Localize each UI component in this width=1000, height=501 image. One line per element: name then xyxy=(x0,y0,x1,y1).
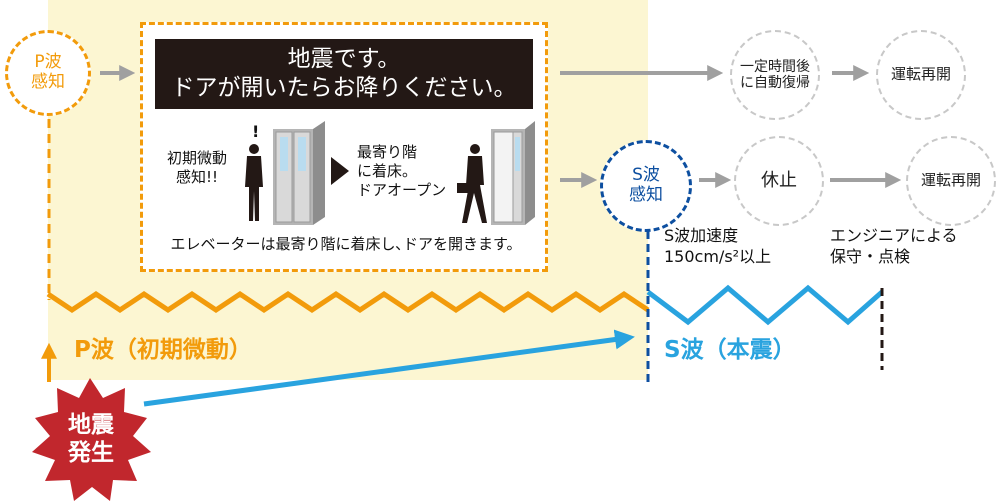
p-detect-line1: P波 xyxy=(34,52,62,73)
announcement-banner: 地震です。 ドアが開いたらお降りください。 xyxy=(155,39,533,109)
resume-circle-top: 運転再開 xyxy=(876,30,966,120)
exclaim-mark: ! xyxy=(252,125,259,141)
s-wave-detect-circle: S波 感知 xyxy=(600,140,692,232)
initial-tremor-label: 初期微動 感知!! xyxy=(166,149,227,186)
p-detect-line2: 感知 xyxy=(31,72,65,92)
play-triangle-icon xyxy=(331,157,349,185)
s-wave-line xyxy=(646,284,884,326)
s-wave-accel-note: S波加速度 150cm/s²以上 xyxy=(664,226,772,266)
resume-circle-mid: 運転再開 xyxy=(906,136,996,226)
quake-occurrence-label: 地震 発生 xyxy=(68,412,114,466)
elevator-notice-box: 地震です。 ドアが開いたらお降りください。 初期微動 感知!! ! 最寄り階 に… xyxy=(140,22,548,272)
s-wave-label: S波（本震） xyxy=(664,337,796,363)
banner-line1: 地震です。 xyxy=(287,46,401,73)
auto-recover-circle: 一定時間後 に自動復帰 xyxy=(730,30,820,120)
maintenance-note: エンジニアによる 保守・点検 xyxy=(830,226,958,266)
p-wave-detect-circle: P波 感知 xyxy=(5,30,91,116)
elevator-door-icon xyxy=(273,121,325,225)
stop-circle: 休止 xyxy=(734,136,824,226)
elevator-door-open-icon xyxy=(491,121,535,225)
p-wave-label: P波（初期微動） xyxy=(74,337,252,363)
p-wave-line xyxy=(46,290,650,314)
notice-caption: エレベーターは最寄り階に着床し､ドアを開きます。 xyxy=(170,235,522,253)
quake-burst-shape xyxy=(32,378,151,501)
standing-person-icon: ! xyxy=(245,125,263,221)
walking-person-icon xyxy=(457,144,487,223)
quake-to-s-arrow xyxy=(143,329,635,407)
nearest-floor-label: 最寄り階 に着床。 ドアオープン xyxy=(357,143,447,199)
banner-line2: ドアが開いたらお降りください。 xyxy=(171,75,517,101)
